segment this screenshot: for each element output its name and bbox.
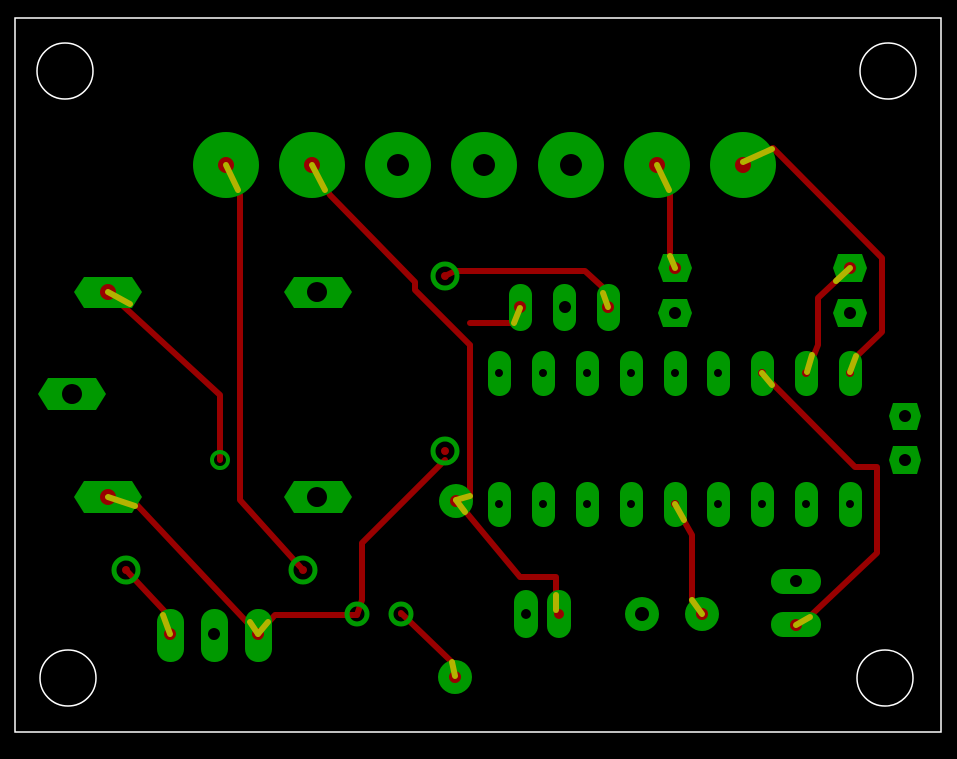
terminal-drills [387, 154, 582, 176]
via [288, 555, 318, 585]
mounting-hole-bottom-left [39, 649, 97, 707]
vias [111, 261, 460, 627]
via [344, 601, 370, 627]
via [111, 555, 141, 585]
via [210, 450, 230, 470]
board-outline [14, 17, 942, 733]
mounting-hole-top-right [859, 42, 917, 100]
trace [105, 289, 223, 463]
trace [354, 457, 448, 618]
via [430, 436, 460, 466]
via [388, 601, 414, 627]
trace-pad-junctions [105, 146, 859, 679]
mounting-hole-bottom-right [856, 649, 914, 707]
mounting-holes [36, 42, 917, 707]
mounting-hole-top-left [36, 42, 94, 100]
via [430, 261, 460, 291]
